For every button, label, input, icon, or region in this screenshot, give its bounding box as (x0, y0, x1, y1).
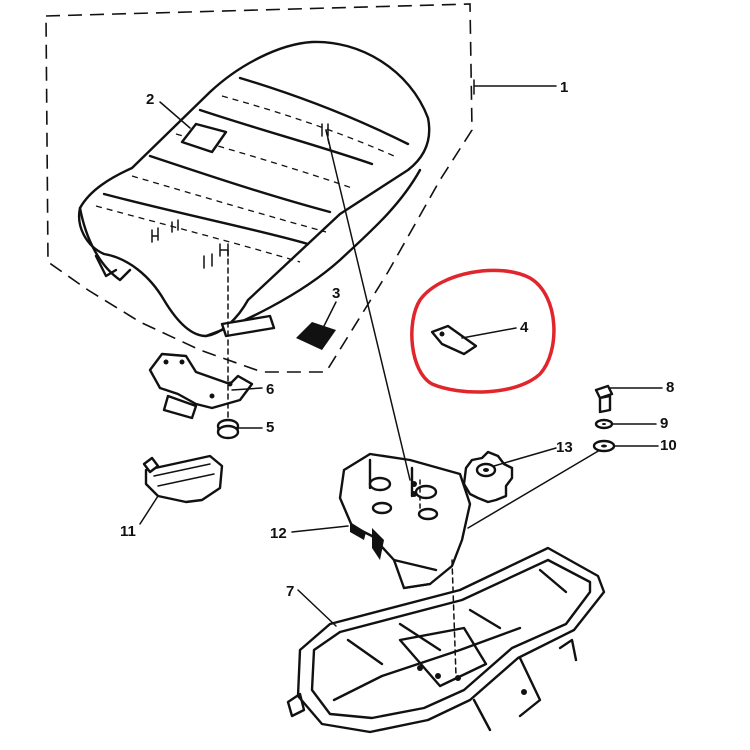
callout-9: 9 (660, 415, 668, 432)
callout-2: 2 (146, 91, 154, 108)
clip-part-4 (430, 324, 478, 356)
seat-assembly-boundary (45, 3, 473, 373)
callout-labels: 1 2 3 4 5 6 7 8 9 10 11 12 13 (120, 79, 677, 600)
nut-part-5 (216, 418, 240, 440)
knob-part-13 (462, 450, 514, 504)
bracket-part-6 (148, 352, 254, 420)
rack-part-7 (286, 546, 606, 734)
seat (77, 40, 431, 338)
seat-badge (180, 122, 228, 154)
washer-part-9 (594, 418, 614, 430)
callout-6: 6 (266, 381, 274, 398)
callout-8: 8 (666, 379, 674, 396)
highlight-circle (410, 268, 556, 394)
pad-part-3 (296, 322, 336, 350)
bolt-part-8 (594, 384, 614, 414)
callout-1: 1 (560, 79, 568, 96)
bracket-part-12 (338, 452, 472, 590)
callout-4: 4 (520, 319, 529, 336)
plate-part-11 (142, 454, 224, 504)
callout-11: 11 (120, 523, 136, 540)
callout-7: 7 (286, 583, 294, 600)
washer-part-10 (592, 439, 616, 453)
callout-10: 10 (660, 437, 677, 454)
callout-13: 13 (556, 439, 573, 456)
leader-lines (139, 79, 663, 627)
callout-12: 12 (270, 525, 287, 542)
callout-3: 3 (332, 285, 340, 302)
alignment-lines (227, 129, 601, 677)
callout-5: 5 (266, 419, 274, 436)
